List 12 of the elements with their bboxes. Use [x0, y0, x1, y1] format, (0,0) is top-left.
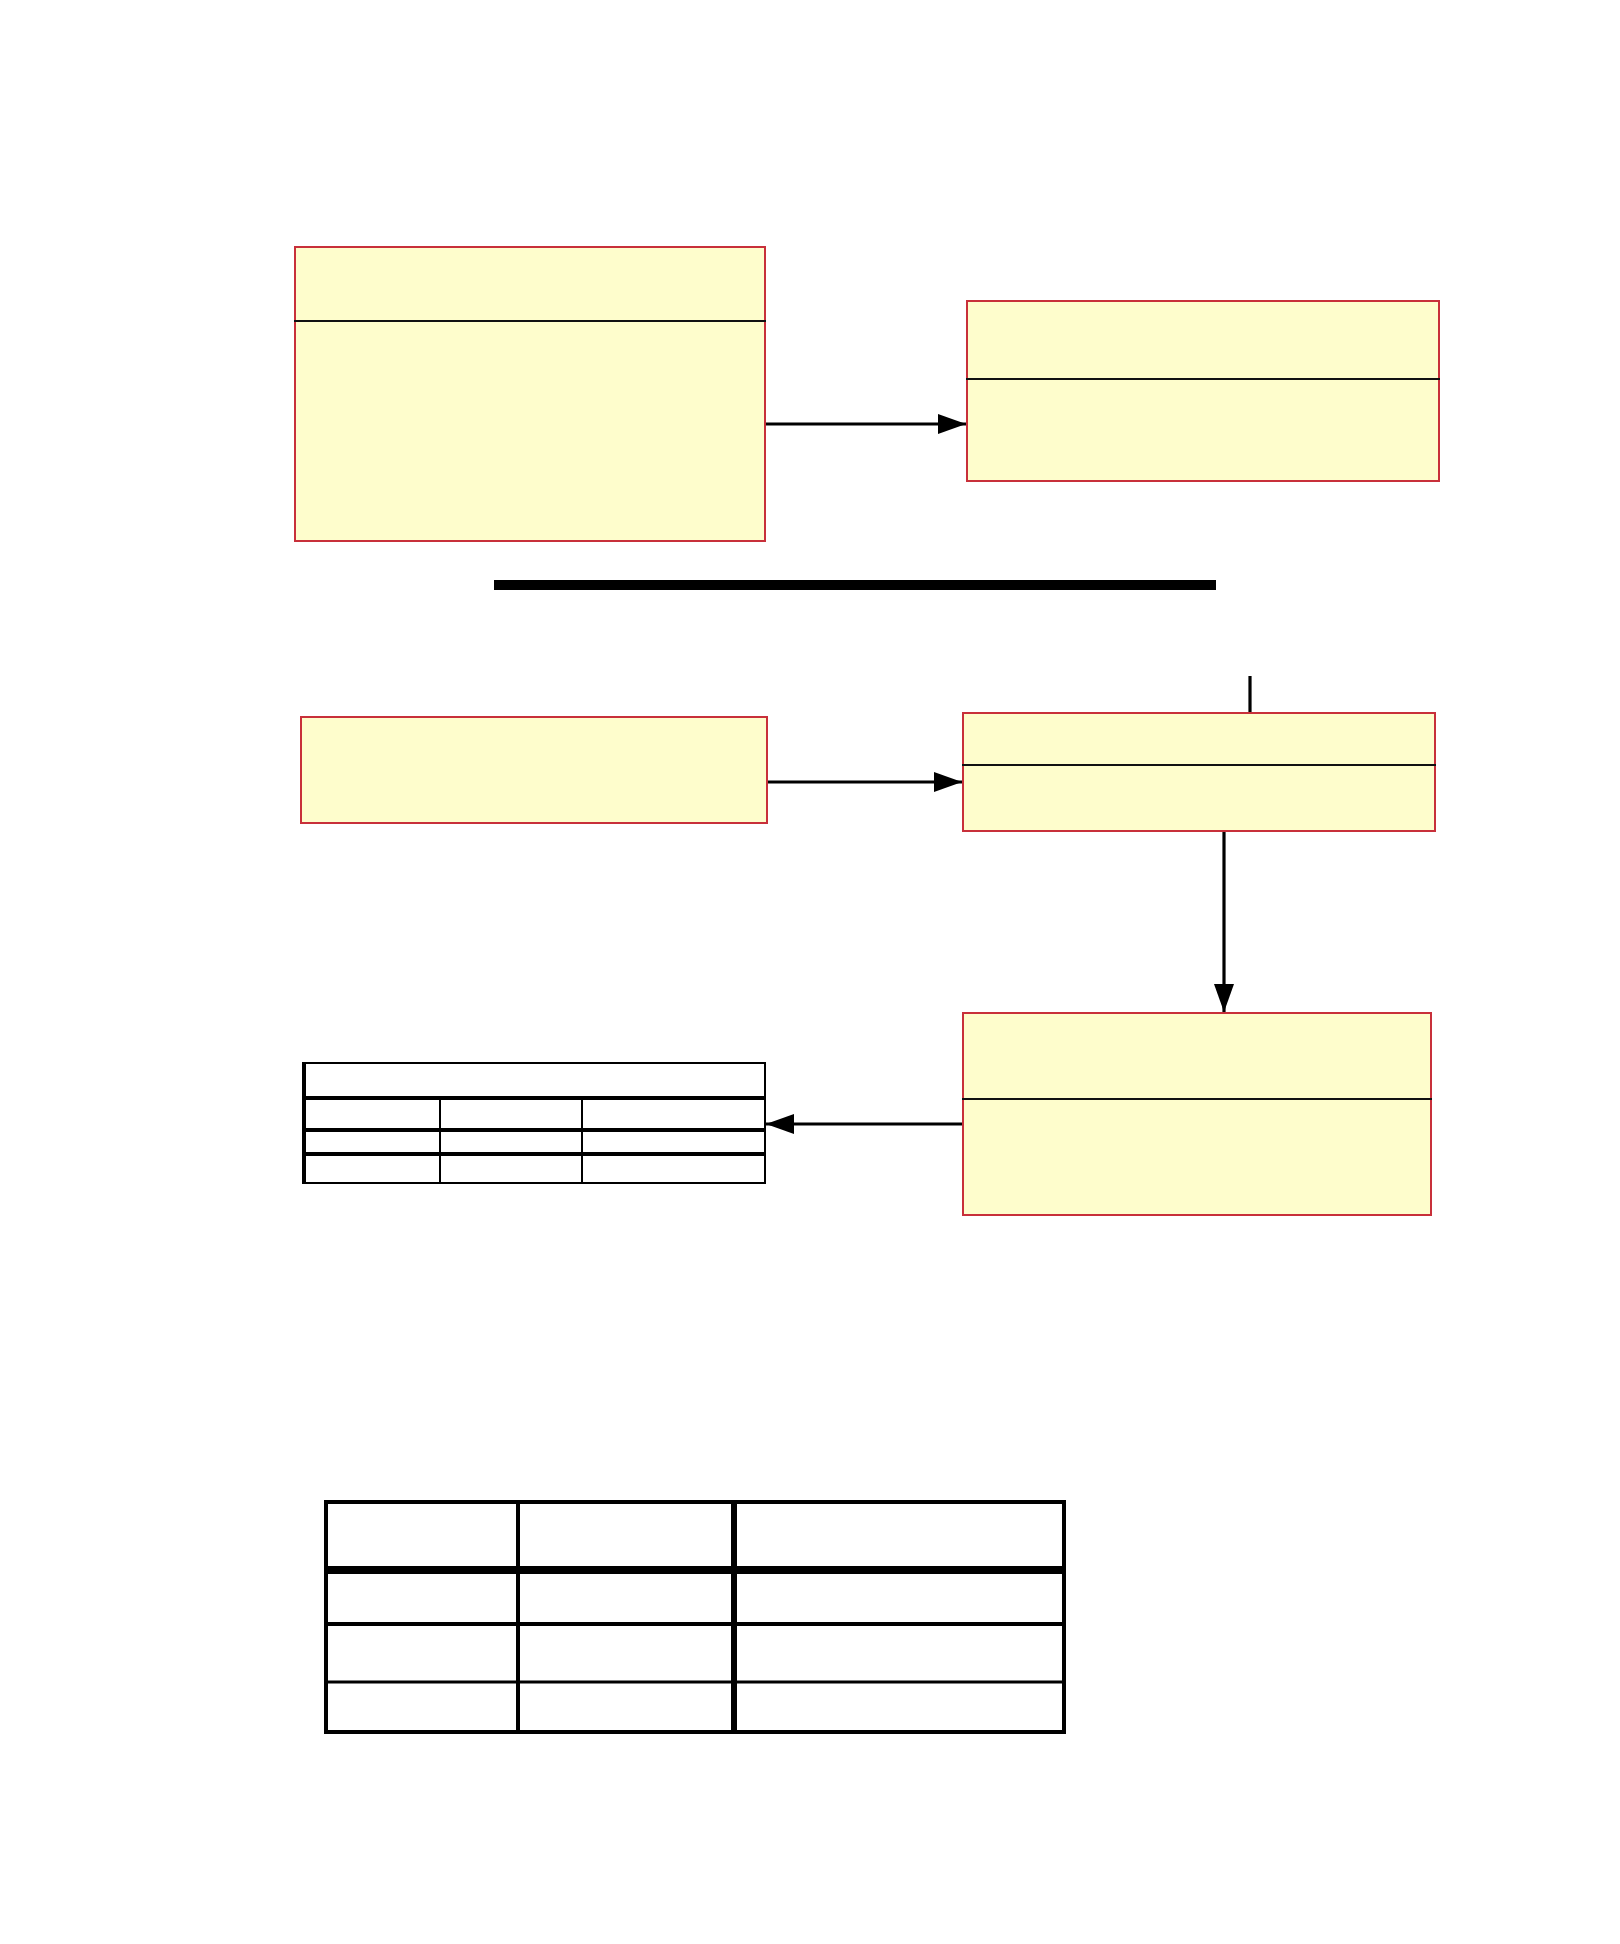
connector-line — [1248, 676, 1252, 712]
empty-table — [302, 1062, 766, 1184]
compartment-box — [294, 246, 766, 542]
compartment-box — [962, 712, 1436, 832]
arrow — [766, 414, 966, 434]
compartment-box — [966, 300, 1440, 482]
arrow — [766, 1114, 962, 1134]
arrow — [1214, 832, 1234, 1012]
arrow — [768, 772, 962, 792]
empty-table — [324, 1500, 1066, 1734]
compartment-box — [962, 1012, 1432, 1216]
process-box — [300, 716, 768, 824]
